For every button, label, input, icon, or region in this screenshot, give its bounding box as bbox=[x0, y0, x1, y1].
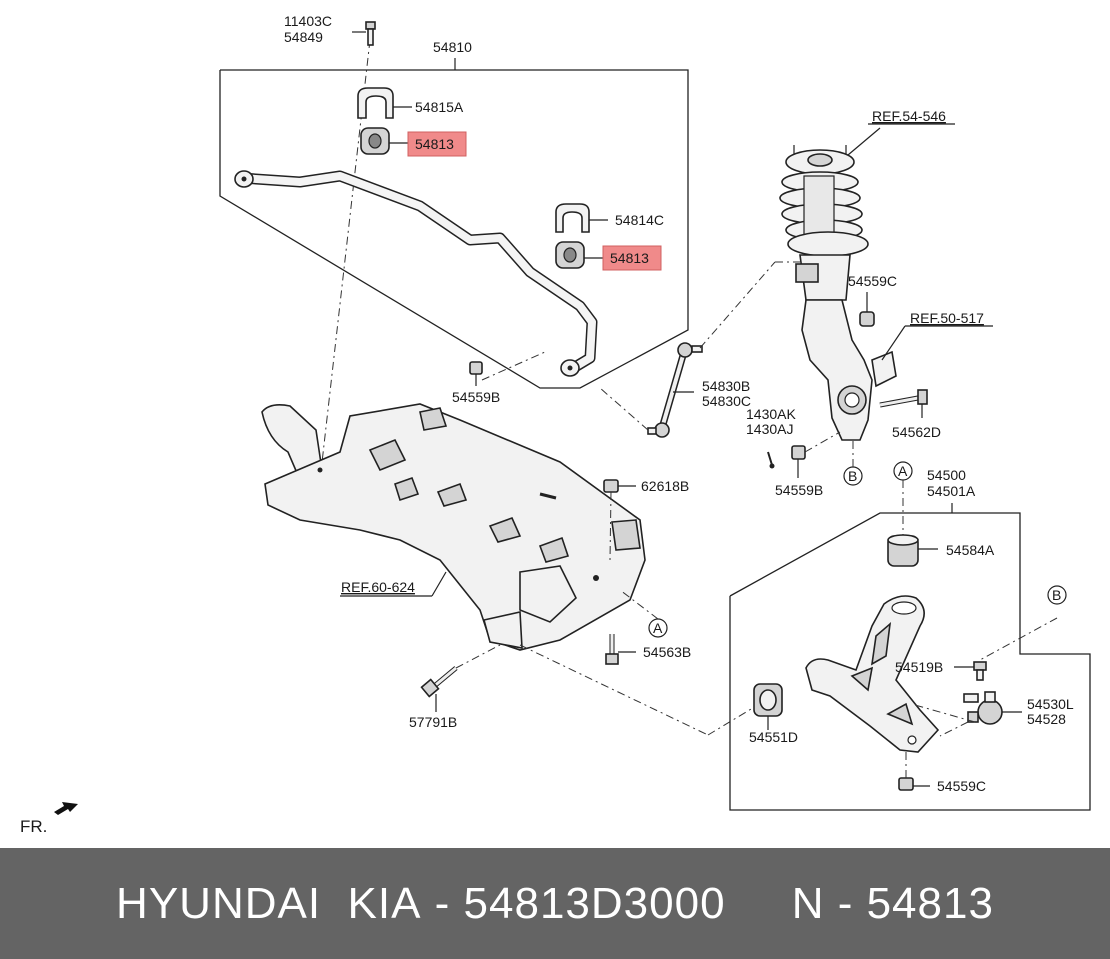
label-54810: 54810 bbox=[433, 39, 472, 55]
label-54830b: 54830B bbox=[702, 378, 750, 394]
label-54559b-right: 54559B bbox=[775, 482, 823, 498]
subframe-icon bbox=[261, 403, 646, 651]
label-54849: 54849 bbox=[284, 29, 323, 45]
bolt-54519b-icon bbox=[973, 661, 987, 681]
bushing-54813-lower-icon bbox=[555, 241, 585, 269]
lower-control-arm-icon bbox=[805, 595, 940, 753]
label-11403c: 11403C bbox=[284, 13, 332, 29]
label-54559c-upper: 54559C bbox=[848, 273, 897, 289]
stabilizer-link-icon bbox=[647, 342, 703, 438]
label-54500: 54500 bbox=[927, 467, 966, 483]
part-number-banner: HYUNDAI KIA - 54813D3000 N - 54813 bbox=[0, 848, 1110, 959]
label-54562d: 54562D bbox=[892, 424, 941, 440]
marker-a2-text: A bbox=[898, 463, 908, 479]
bolt-54562d-icon bbox=[879, 389, 928, 408]
label-54528: 54528 bbox=[1027, 711, 1066, 727]
label-62618b: 62618B bbox=[641, 478, 689, 494]
label-54813-upper[interactable]: 54813 bbox=[415, 136, 454, 152]
bushing-54551d-icon bbox=[753, 683, 783, 717]
label-57791b: 57791B bbox=[409, 714, 457, 730]
label-54501a: 54501A bbox=[927, 483, 976, 499]
front-direction-arrow-icon bbox=[54, 802, 78, 815]
highlight-54813-lower bbox=[602, 245, 662, 271]
lower-arm-group-frame bbox=[729, 512, 1091, 811]
bolt-54563b-icon bbox=[605, 634, 619, 665]
label-54551d: 54551D bbox=[749, 729, 798, 745]
ref-50-517: REF.50-517 bbox=[910, 310, 984, 326]
bolt-57791b-icon bbox=[420, 666, 458, 698]
label-54830c: 54830C bbox=[702, 393, 751, 409]
bushing-54584a-icon bbox=[887, 534, 919, 567]
footer-part-number: 54813D3000 bbox=[463, 878, 726, 928]
label-54530l: 54530L bbox=[1027, 696, 1074, 712]
nut-54559b-left-icon bbox=[469, 361, 483, 375]
label-54519b: 54519B bbox=[895, 659, 943, 675]
nut-62618b-icon bbox=[603, 479, 619, 493]
nut-54559c-lower-icon bbox=[898, 777, 914, 791]
bolt-11403c-icon bbox=[365, 21, 376, 46]
stabilizer-group-frame bbox=[219, 69, 689, 389]
footer-prefix: N bbox=[791, 878, 825, 928]
label-54563b: 54563B bbox=[643, 644, 691, 660]
bracket-54814c-icon bbox=[555, 203, 590, 233]
label-1430aj: 1430AJ bbox=[746, 421, 793, 437]
ref-54-546: REF.54-546 bbox=[872, 108, 946, 124]
label-54814c: 54814C bbox=[615, 212, 664, 228]
ball-joint-icon bbox=[963, 691, 1003, 725]
parts-diagram: 11403C 54849 54810 54815A 54813 54814C 5… bbox=[20, 13, 1091, 836]
nut-54559b-right-icon bbox=[791, 445, 806, 460]
stabilizer-bar-icon bbox=[234, 170, 598, 377]
label-54813-lower[interactable]: 54813 bbox=[610, 250, 649, 266]
bracket-54815a-icon bbox=[357, 87, 394, 119]
label-1430ak: 1430AK bbox=[746, 406, 796, 422]
ref-60-624: REF.60-624 bbox=[341, 579, 415, 595]
marker-b2-text: B bbox=[1052, 587, 1061, 603]
nut-54559c-upper-icon bbox=[859, 311, 875, 327]
footer-short-number: 54813 bbox=[866, 878, 994, 928]
marker-b1-text: B bbox=[848, 468, 857, 484]
cotter-pin-icon bbox=[767, 451, 775, 469]
bushing-54813-upper-icon bbox=[360, 127, 390, 155]
footer-brand: HYUNDAI KIA bbox=[116, 878, 422, 928]
footer-sep-1: - bbox=[421, 878, 464, 928]
marker-b2 bbox=[1047, 585, 1067, 605]
label-54584a: 54584A bbox=[946, 542, 995, 558]
label-54559b-left: 54559B bbox=[452, 389, 500, 405]
label-54815a: 54815A bbox=[415, 99, 464, 115]
label-54559c-lower: 54559C bbox=[937, 778, 986, 794]
strut-assembly-icon bbox=[779, 145, 897, 441]
marker-a1-text: A bbox=[653, 620, 663, 636]
footer-sep-2: - bbox=[824, 878, 867, 928]
front-label: FR. bbox=[20, 817, 47, 836]
highlight-54813-upper bbox=[407, 131, 467, 157]
